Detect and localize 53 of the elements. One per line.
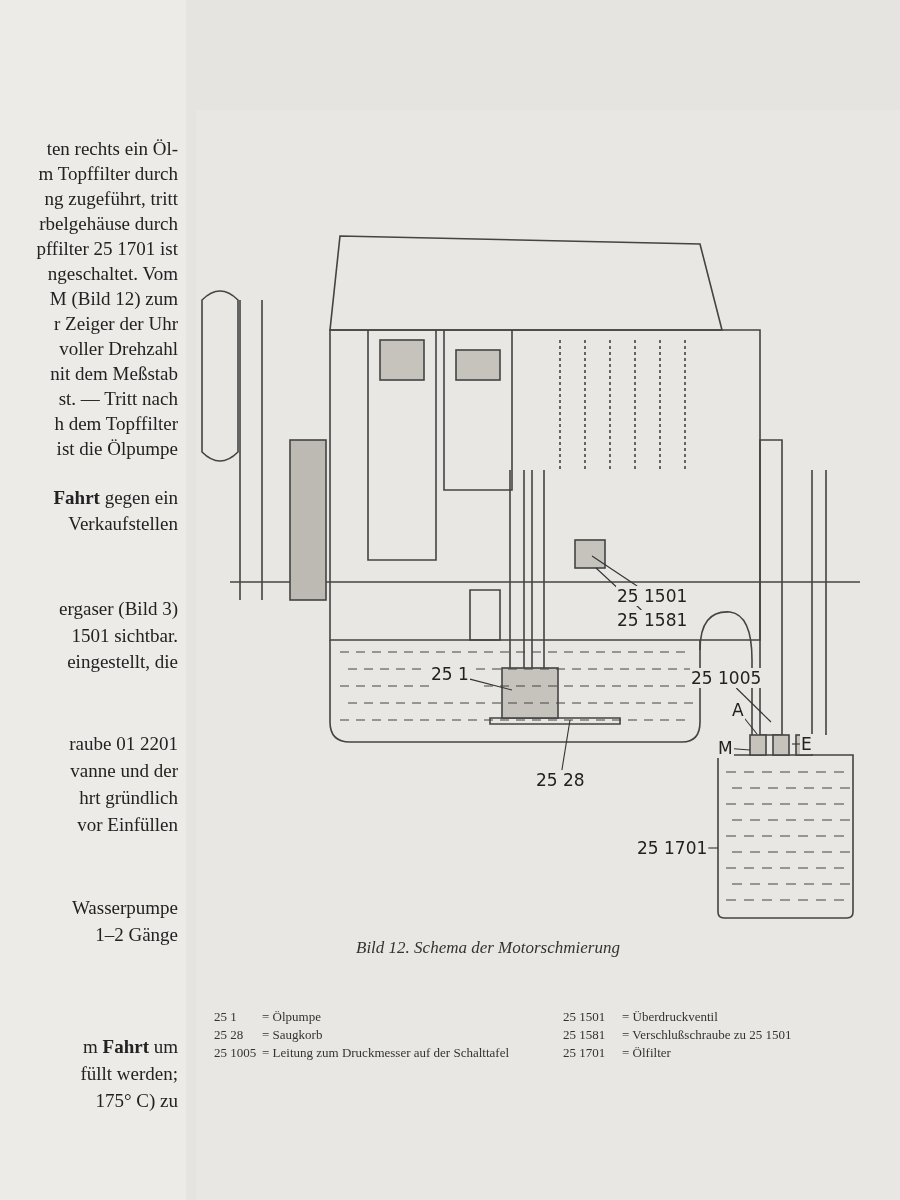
body-text-line: füllt werden;: [80, 1063, 178, 1085]
part-number: 25 1: [214, 1008, 237, 1025]
callout-letter: A: [731, 700, 745, 720]
body-text-line: vanne und der: [70, 760, 178, 782]
body-text-line: ng zugeführt, tritt: [44, 188, 178, 210]
body-text-line: ngeschaltet. Vom: [47, 263, 178, 285]
callout-number: 25 1501: [616, 586, 689, 606]
part-number: 25 28: [214, 1026, 244, 1043]
leader-line: [561, 719, 571, 771]
part-description: = Leitung zum Druckmesser auf der Schalttafel: [262, 1044, 511, 1061]
leader-line: [707, 847, 719, 849]
body-text-line: ergaser (Bild 3): [59, 598, 178, 620]
body-text-line: Fahrt gegen ein: [53, 487, 178, 509]
body-text-line: hrt gründlich: [79, 787, 178, 809]
part-number: 25 1005: [214, 1044, 257, 1061]
callout-letter: E: [800, 734, 813, 754]
callout-letter: M: [717, 738, 734, 758]
part-number: 25 1701: [563, 1044, 606, 1061]
body-text-line: voller Drehzahl: [59, 338, 178, 360]
part-description: = Ölpumpe: [262, 1008, 322, 1025]
part-description: = Ölfilter: [622, 1044, 672, 1061]
figure-caption: Bild 12. Schema der Motorschmierung: [356, 938, 620, 958]
body-text-line: M (Bild 12) zum: [49, 288, 178, 310]
body-text-line: pffilter 25 1701 ist: [36, 238, 178, 260]
body-text-line: raube 01 2201: [69, 733, 178, 755]
body-text-line: Wasserpumpe: [71, 897, 178, 919]
leader-line: [744, 717, 758, 735]
part-description: = Saugkorb: [262, 1026, 324, 1043]
part-description: = Überdruckventil: [622, 1008, 719, 1025]
body-text-line: r Zeiger der Uhr: [54, 313, 178, 335]
leader-line: [735, 687, 772, 723]
body-text-line: nit dem Meßstab: [50, 363, 178, 385]
leader-line: [791, 743, 801, 745]
leader-line: [469, 678, 513, 691]
body-text-line: rbelgehäuse durch: [39, 213, 178, 235]
callout-number: 25 1005: [690, 668, 763, 688]
body-text-line: vor Einfüllen: [77, 814, 178, 836]
body-text-line: 1–2 Gänge: [95, 924, 178, 946]
body-text-line: ten rechts ein Öl-: [46, 138, 178, 160]
body-text-line: Verkaufstellen: [68, 513, 178, 535]
body-text-line: 175° C) zu: [95, 1090, 178, 1112]
body-text-line: eingestellt, die: [67, 651, 178, 673]
part-description: = Verschlußschraube zu 25 1501: [622, 1026, 793, 1043]
body-text-line: st. — Tritt nach: [58, 388, 178, 410]
body-text-line: 1501 sichtbar.: [71, 625, 178, 647]
body-text-line: m Fahrt um: [83, 1036, 178, 1058]
body-text-line: m Topffilter durch: [38, 163, 178, 185]
part-number: 25 1581: [563, 1026, 606, 1043]
part-number: 25 1501: [563, 1008, 606, 1025]
leader-line: [733, 748, 751, 751]
body-text-line: h dem Topffilter: [54, 413, 178, 435]
body-text-line: ist die Ölpumpe: [56, 438, 178, 460]
leader-line: [591, 555, 638, 587]
